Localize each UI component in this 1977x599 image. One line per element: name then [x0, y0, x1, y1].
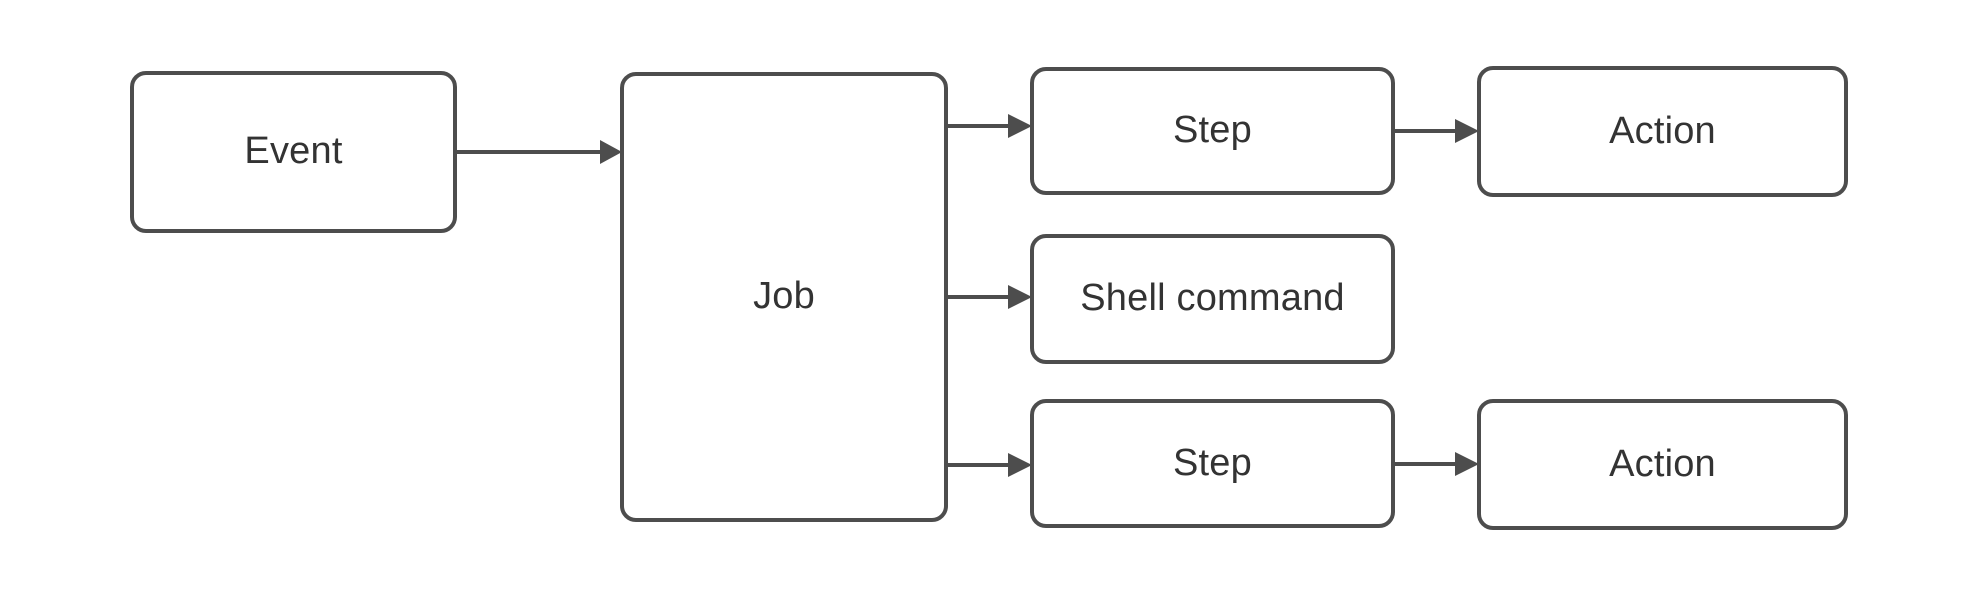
node-action-bottom[interactable]: Action	[1477, 399, 1848, 530]
node-step-top-label: Step	[1173, 109, 1252, 152]
edge-step-top-to-action-top-arrowhead	[1455, 119, 1479, 143]
edge-step-bottom-to-action-bottom	[1395, 452, 1479, 476]
node-event-label: Event	[244, 130, 343, 173]
node-job[interactable]: Job	[620, 72, 948, 522]
node-action-top-label: Action	[1609, 109, 1716, 152]
node-action-bottom-label: Action	[1609, 442, 1716, 485]
edge-step-bottom-to-action-bottom-arrowhead	[1455, 452, 1479, 476]
node-step-top[interactable]: Step	[1030, 67, 1395, 195]
node-step-bottom[interactable]: Step	[1030, 399, 1395, 528]
edge-job-to-step-bottom	[948, 453, 1032, 477]
edge-job-to-shell-arrowhead	[1008, 285, 1032, 309]
edge-step-top-to-action-top	[1395, 119, 1479, 143]
node-shell-command-label: Shell command	[1080, 277, 1345, 320]
edge-job-to-step-top	[948, 114, 1032, 138]
node-action-top[interactable]: Action	[1477, 66, 1848, 197]
node-job-label: Job	[753, 275, 815, 318]
edge-job-to-step-bottom-arrowhead	[1008, 453, 1032, 477]
edge-job-to-shell	[948, 285, 1032, 309]
edge-job-to-step-top-arrowhead	[1008, 114, 1032, 138]
edge-event-to-job-arrowhead	[600, 140, 622, 164]
node-step-bottom-label: Step	[1173, 441, 1252, 484]
node-event[interactable]: Event	[130, 71, 457, 233]
node-shell-command[interactable]: Shell command	[1030, 234, 1395, 364]
edge-event-to-job	[457, 140, 622, 164]
